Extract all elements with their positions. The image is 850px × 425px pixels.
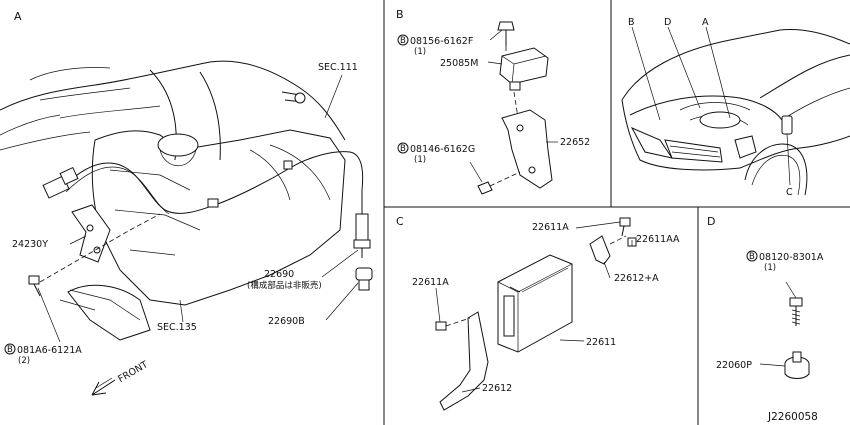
bolt-22611a-left <box>435 321 447 331</box>
car-label-d: D <box>664 17 671 28</box>
label-22612a: 22612+A <box>614 273 659 284</box>
label-22611aa: 22611AA <box>636 234 680 245</box>
bolt-symbol: B <box>397 142 409 154</box>
o2-sensor-22690 <box>353 213 371 258</box>
car-label-a: A <box>702 17 709 28</box>
bracket-22612 <box>439 311 489 411</box>
svg-text:B: B <box>400 36 406 46</box>
label-22611: 22611 <box>586 337 616 348</box>
bolt-08120 <box>789 297 803 326</box>
label-sec111: SEC.111 <box>318 62 358 73</box>
bracket-24230y <box>71 204 111 263</box>
label-22652: 22652 <box>560 137 590 148</box>
engine-illustration <box>0 60 346 341</box>
panel-borders <box>383 0 850 425</box>
bolt-08156 <box>497 21 515 46</box>
label-22690b: 22690B <box>268 316 305 327</box>
svg-text:B: B <box>400 144 406 154</box>
harness-clip <box>283 160 293 170</box>
label-22612: 22612 <box>482 383 512 394</box>
section-c-label: C <box>396 215 404 228</box>
bracket-22612a <box>589 235 611 265</box>
gasket-22690b <box>355 267 373 291</box>
label-25085m: 25085M <box>440 58 478 69</box>
bolt-symbol: B <box>746 250 758 262</box>
harness-clip <box>207 198 219 208</box>
label-08146-code: 08146-6162G <box>410 144 475 155</box>
label-24230y: 24230Y <box>12 239 48 250</box>
car-label-c: C <box>786 187 793 198</box>
label-22611a-left: 22611A <box>412 277 449 288</box>
bolt-symbol: B <box>397 34 409 46</box>
bolt-08146 <box>477 181 493 195</box>
section-b-label: B <box>396 8 404 21</box>
sensor-harness <box>61 151 364 230</box>
label-22060p: 22060P <box>716 360 752 371</box>
label-08156-qty: (1) <box>414 47 426 57</box>
label-sec135: SEC.135 <box>157 322 197 333</box>
section-a-label: A <box>14 10 22 23</box>
bolt-081a6 <box>28 275 41 297</box>
diagram-id: J2260058 <box>767 411 818 423</box>
label-08146-qty: (1) <box>414 155 426 165</box>
label-081a6-code: 081A6-6121A <box>17 345 82 356</box>
car-illustration <box>621 29 850 196</box>
bracket-22652 <box>501 109 553 189</box>
section-d-label: D <box>707 215 715 228</box>
oil-filler-cap <box>157 133 199 157</box>
harness-connector <box>42 166 79 199</box>
label-22690-note: (構成部品は非販売) <box>247 280 322 291</box>
label-08120-qty: (1) <box>764 263 776 273</box>
svg-text:B: B <box>749 252 755 262</box>
front-arrow-icon <box>91 377 116 396</box>
label-08156-code: 08156-6162F <box>410 36 473 47</box>
ecu-22611 <box>497 254 573 353</box>
svg-text:B: B <box>7 345 13 355</box>
label-08120-code: 08120-8301A <box>759 252 824 263</box>
label-front: FRONT <box>116 359 150 385</box>
bolt-symbol: B <box>4 343 16 355</box>
map-sensor-25085m <box>499 47 549 91</box>
knock-sensor-22060p <box>784 351 810 379</box>
label-081a6-qty: (2) <box>18 356 30 366</box>
bolt-22611a-top <box>619 217 631 237</box>
label-22690: 22690 <box>264 269 294 280</box>
car-label-b: B <box>628 17 635 28</box>
label-22611a-top: 22611A <box>532 222 569 233</box>
